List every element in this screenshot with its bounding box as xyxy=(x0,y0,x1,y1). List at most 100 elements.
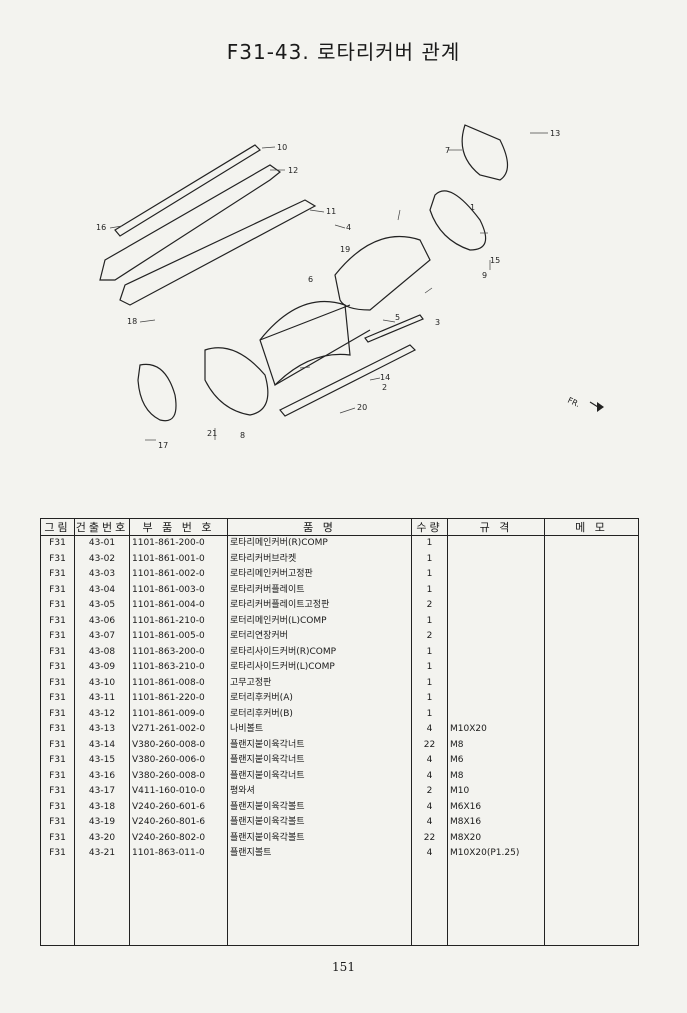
cell-memo xyxy=(544,846,639,862)
cell-memo xyxy=(544,613,639,629)
cell-item-number: 43-12 xyxy=(74,706,130,722)
callout-8: 8 xyxy=(240,431,245,440)
cell-specification: M10 xyxy=(447,784,545,800)
cell-part-number: V240-260-801-6 xyxy=(129,815,228,831)
cell-memo xyxy=(544,784,639,800)
table-header-row: 그림 건출번호 부 품 번 호 품 명 수량 규 격 메 모 xyxy=(40,518,639,536)
cell-part-name: 평와셔 xyxy=(227,784,412,800)
cell-item-number: 43-08 xyxy=(74,644,130,660)
cell-part-number: 1101-861-200-0 xyxy=(129,535,228,552)
cell-item-number: 43-21 xyxy=(74,846,130,862)
cell-item-number: 43-11 xyxy=(74,691,130,707)
cell-memo xyxy=(544,567,639,583)
cell-item-number: 43-02 xyxy=(74,551,130,567)
cell-item-number: 43-16 xyxy=(74,768,130,784)
cell-part-name: 고무고정판 xyxy=(227,675,412,691)
cell-part-number: 1101-861-002-0 xyxy=(129,567,228,583)
table-filler-row xyxy=(40,861,639,946)
empty-cell xyxy=(227,861,412,946)
cell-quantity: 2 xyxy=(411,629,448,645)
cell-figure: F31 xyxy=(40,598,75,614)
cell-quantity: 1 xyxy=(411,660,448,676)
empty-cell xyxy=(74,861,130,946)
cell-specification xyxy=(447,644,545,660)
cell-part-name: 로터리후커버(A) xyxy=(227,691,412,707)
cell-part-name: 플랜지붙이육각너트 xyxy=(227,768,412,784)
cell-figure: F31 xyxy=(40,644,75,660)
cell-part-number: V380-260-008-0 xyxy=(129,737,228,753)
cell-quantity: 2 xyxy=(411,598,448,614)
empty-cell xyxy=(447,861,545,946)
callout-21: 21 xyxy=(207,429,217,438)
cell-figure: F31 xyxy=(40,629,75,645)
cell-memo xyxy=(544,722,639,738)
cell-specification xyxy=(447,598,545,614)
callout-10: 10 xyxy=(277,143,287,152)
cell-quantity: 1 xyxy=(411,675,448,691)
cell-part-name: 플랜지붙이육각볼트 xyxy=(227,815,412,831)
header-part-name: 품 명 xyxy=(227,518,412,536)
cell-specification xyxy=(447,582,545,598)
cell-item-number: 43-01 xyxy=(74,535,130,552)
cell-item-number: 43-18 xyxy=(74,799,130,815)
cell-memo xyxy=(544,582,639,598)
cell-part-number: 1101-861-003-0 xyxy=(129,582,228,598)
cell-part-name: 로타리커버플레이트고정판 xyxy=(227,598,412,614)
cell-part-name: 플랜지붙이육각너트 xyxy=(227,737,412,753)
cell-part-name: 로타리메인커버고정판 xyxy=(227,567,412,583)
cell-memo xyxy=(544,675,639,691)
cell-figure: F31 xyxy=(40,846,75,862)
front-direction-label: FR. xyxy=(566,396,581,409)
cell-part-number: 1101-861-001-0 xyxy=(129,551,228,567)
cell-memo xyxy=(544,830,639,846)
cell-specification: M8 xyxy=(447,737,545,753)
cell-figure: F31 xyxy=(40,675,75,691)
callout-2: 2 xyxy=(382,383,387,392)
cell-memo xyxy=(544,799,639,815)
cell-figure: F31 xyxy=(40,551,75,567)
callout-15: 15 xyxy=(490,256,500,265)
cell-figure: F31 xyxy=(40,753,75,769)
callout-5: 5 xyxy=(395,313,400,322)
cell-figure: F31 xyxy=(40,722,75,738)
cell-part-name: 로타리커버브라켓 xyxy=(227,551,412,567)
cell-specification xyxy=(447,629,545,645)
cell-specification xyxy=(447,660,545,676)
cell-part-number: 1101-861-004-0 xyxy=(129,598,228,614)
cell-quantity: 4 xyxy=(411,815,448,831)
cell-specification xyxy=(447,706,545,722)
cell-item-number: 43-20 xyxy=(74,830,130,846)
cell-figure: F31 xyxy=(40,830,75,846)
cell-memo xyxy=(544,551,639,567)
empty-cell xyxy=(129,861,228,946)
cell-figure: F31 xyxy=(40,691,75,707)
cell-quantity: 1 xyxy=(411,691,448,707)
cell-part-name: 로타리사이드커버(R)COMP xyxy=(227,644,412,660)
callout-20: 20 xyxy=(357,403,367,412)
cell-memo xyxy=(544,691,639,707)
cell-figure: F31 xyxy=(40,660,75,676)
cell-quantity: 4 xyxy=(411,768,448,784)
cell-part-name: 나비볼트 xyxy=(227,722,412,738)
cell-part-number: V380-260-008-0 xyxy=(129,768,228,784)
callout-6: 6 xyxy=(308,275,313,284)
cell-memo xyxy=(544,753,639,769)
cell-item-number: 43-13 xyxy=(74,722,130,738)
cell-quantity: 1 xyxy=(411,582,448,598)
cell-specification xyxy=(447,691,545,707)
callout-1: 1 xyxy=(470,203,475,212)
cell-quantity: 22 xyxy=(411,737,448,753)
empty-cell xyxy=(544,861,639,946)
cell-part-number: V380-260-006-0 xyxy=(129,753,228,769)
